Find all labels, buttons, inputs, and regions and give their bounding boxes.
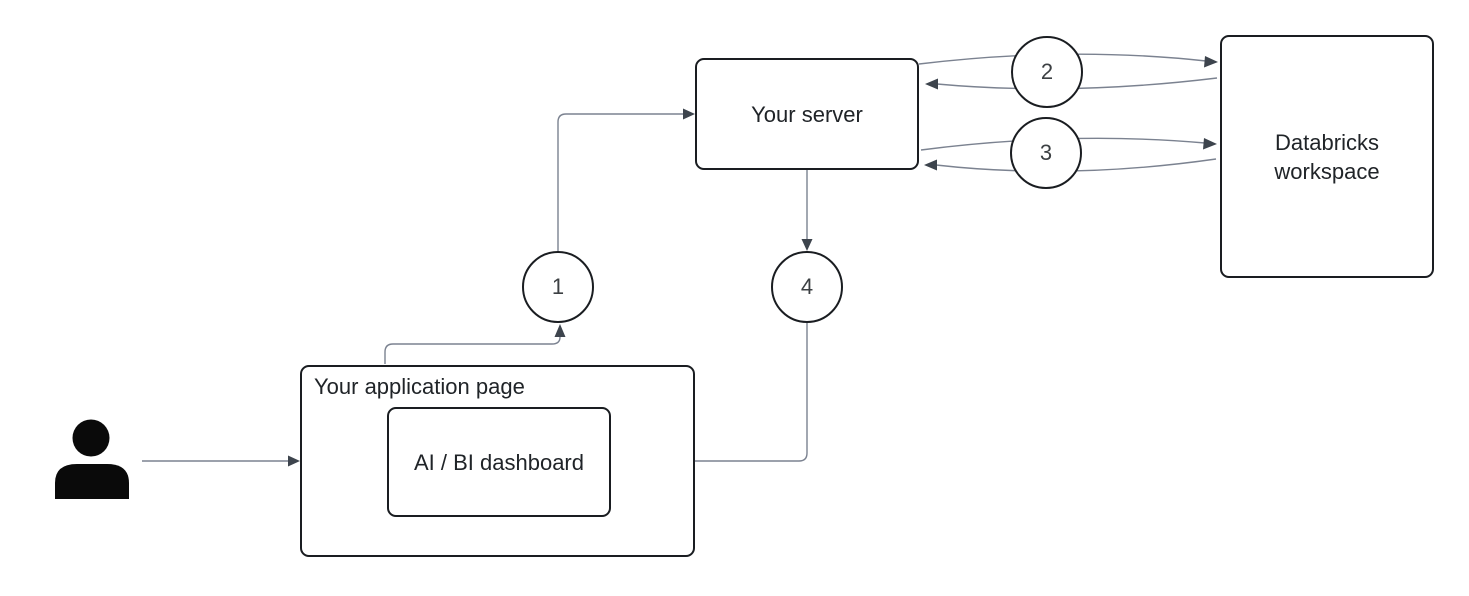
step-badge-4: 4 <box>771 251 843 323</box>
step-badge-1: 1 <box>522 251 594 323</box>
node-databricks-workspace: Databricks workspace <box>1220 35 1434 278</box>
connector-app-page-to-step-1 <box>384 324 566 364</box>
connector-server-to-step-4 <box>801 170 813 251</box>
connector-user-to-app-page <box>142 455 300 467</box>
step-badge-1-number: 1 <box>551 274 565 299</box>
node-databricks-workspace-label: Databricks workspace <box>1274 129 1380 184</box>
step-badge-3-number: 3 <box>1039 140 1053 165</box>
step-badge-2: 2 <box>1011 36 1083 108</box>
node-server-label: Your server <box>751 101 863 127</box>
step-badge-3: 3 <box>1010 117 1082 189</box>
connector-step-1-to-server <box>557 108 695 251</box>
step-badge-2-number: 2 <box>1040 59 1054 84</box>
step-badge-4-number: 4 <box>800 274 814 299</box>
node-dashboard-label: AI / BI dashboard <box>414 449 584 475</box>
user-icon <box>55 419 129 499</box>
node-server: Your server <box>695 58 919 170</box>
node-app-page-label: Your application page <box>314 374 525 399</box>
node-dashboard: AI / BI dashboard <box>387 407 611 517</box>
